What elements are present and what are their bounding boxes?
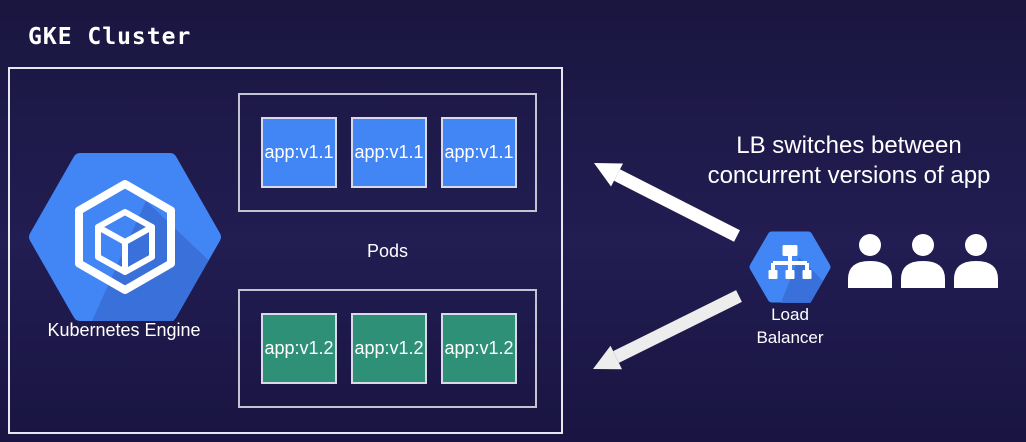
annotation-line-1: LB switches between <box>736 132 962 159</box>
user-icon <box>954 234 998 288</box>
pod-group-v11: app:v1.1 app:v1.1 app:v1.1 <box>238 93 537 212</box>
inner-hexagon-outline <box>75 180 175 294</box>
gke-cluster-box <box>8 67 563 434</box>
pod-app-v11: app:v1.1 <box>441 117 517 188</box>
pods-label: Pods <box>366 241 409 261</box>
pod-app-v11: app:v1.1 <box>351 117 427 188</box>
load-balancer-label-line-2: Balancer <box>756 328 824 347</box>
annotation-line-2: concurrent versions of app <box>707 162 991 189</box>
pod-group-v12: app:v1.2 app:v1.2 app:v1.2 <box>238 289 537 408</box>
annotation-text: LB switches between concurrent versions … <box>672 131 1026 191</box>
pod-app-v12: app:v1.2 <box>351 313 427 384</box>
pod-app-v12: app:v1.2 <box>261 313 337 384</box>
page-title: GKE Cluster <box>28 24 192 50</box>
pod-app-v12: app:v1.2 <box>441 313 517 384</box>
user-icon <box>848 234 892 288</box>
cube-glyph <box>95 209 155 275</box>
users-icon <box>848 234 998 288</box>
load-balancer-icon <box>749 231 831 303</box>
kubernetes-engine-label: Kubernetes Engine <box>47 320 201 340</box>
load-balancer-label: Load Balancer <box>735 303 845 349</box>
pod-app-v11: app:v1.1 <box>261 117 337 188</box>
arrow-down-left-icon <box>593 290 742 370</box>
load-balancer-label-line-1: Load <box>771 305 809 324</box>
user-icon <box>901 234 945 288</box>
load-balancer-glyph <box>768 245 812 279</box>
kubernetes-engine-icon <box>29 153 222 321</box>
